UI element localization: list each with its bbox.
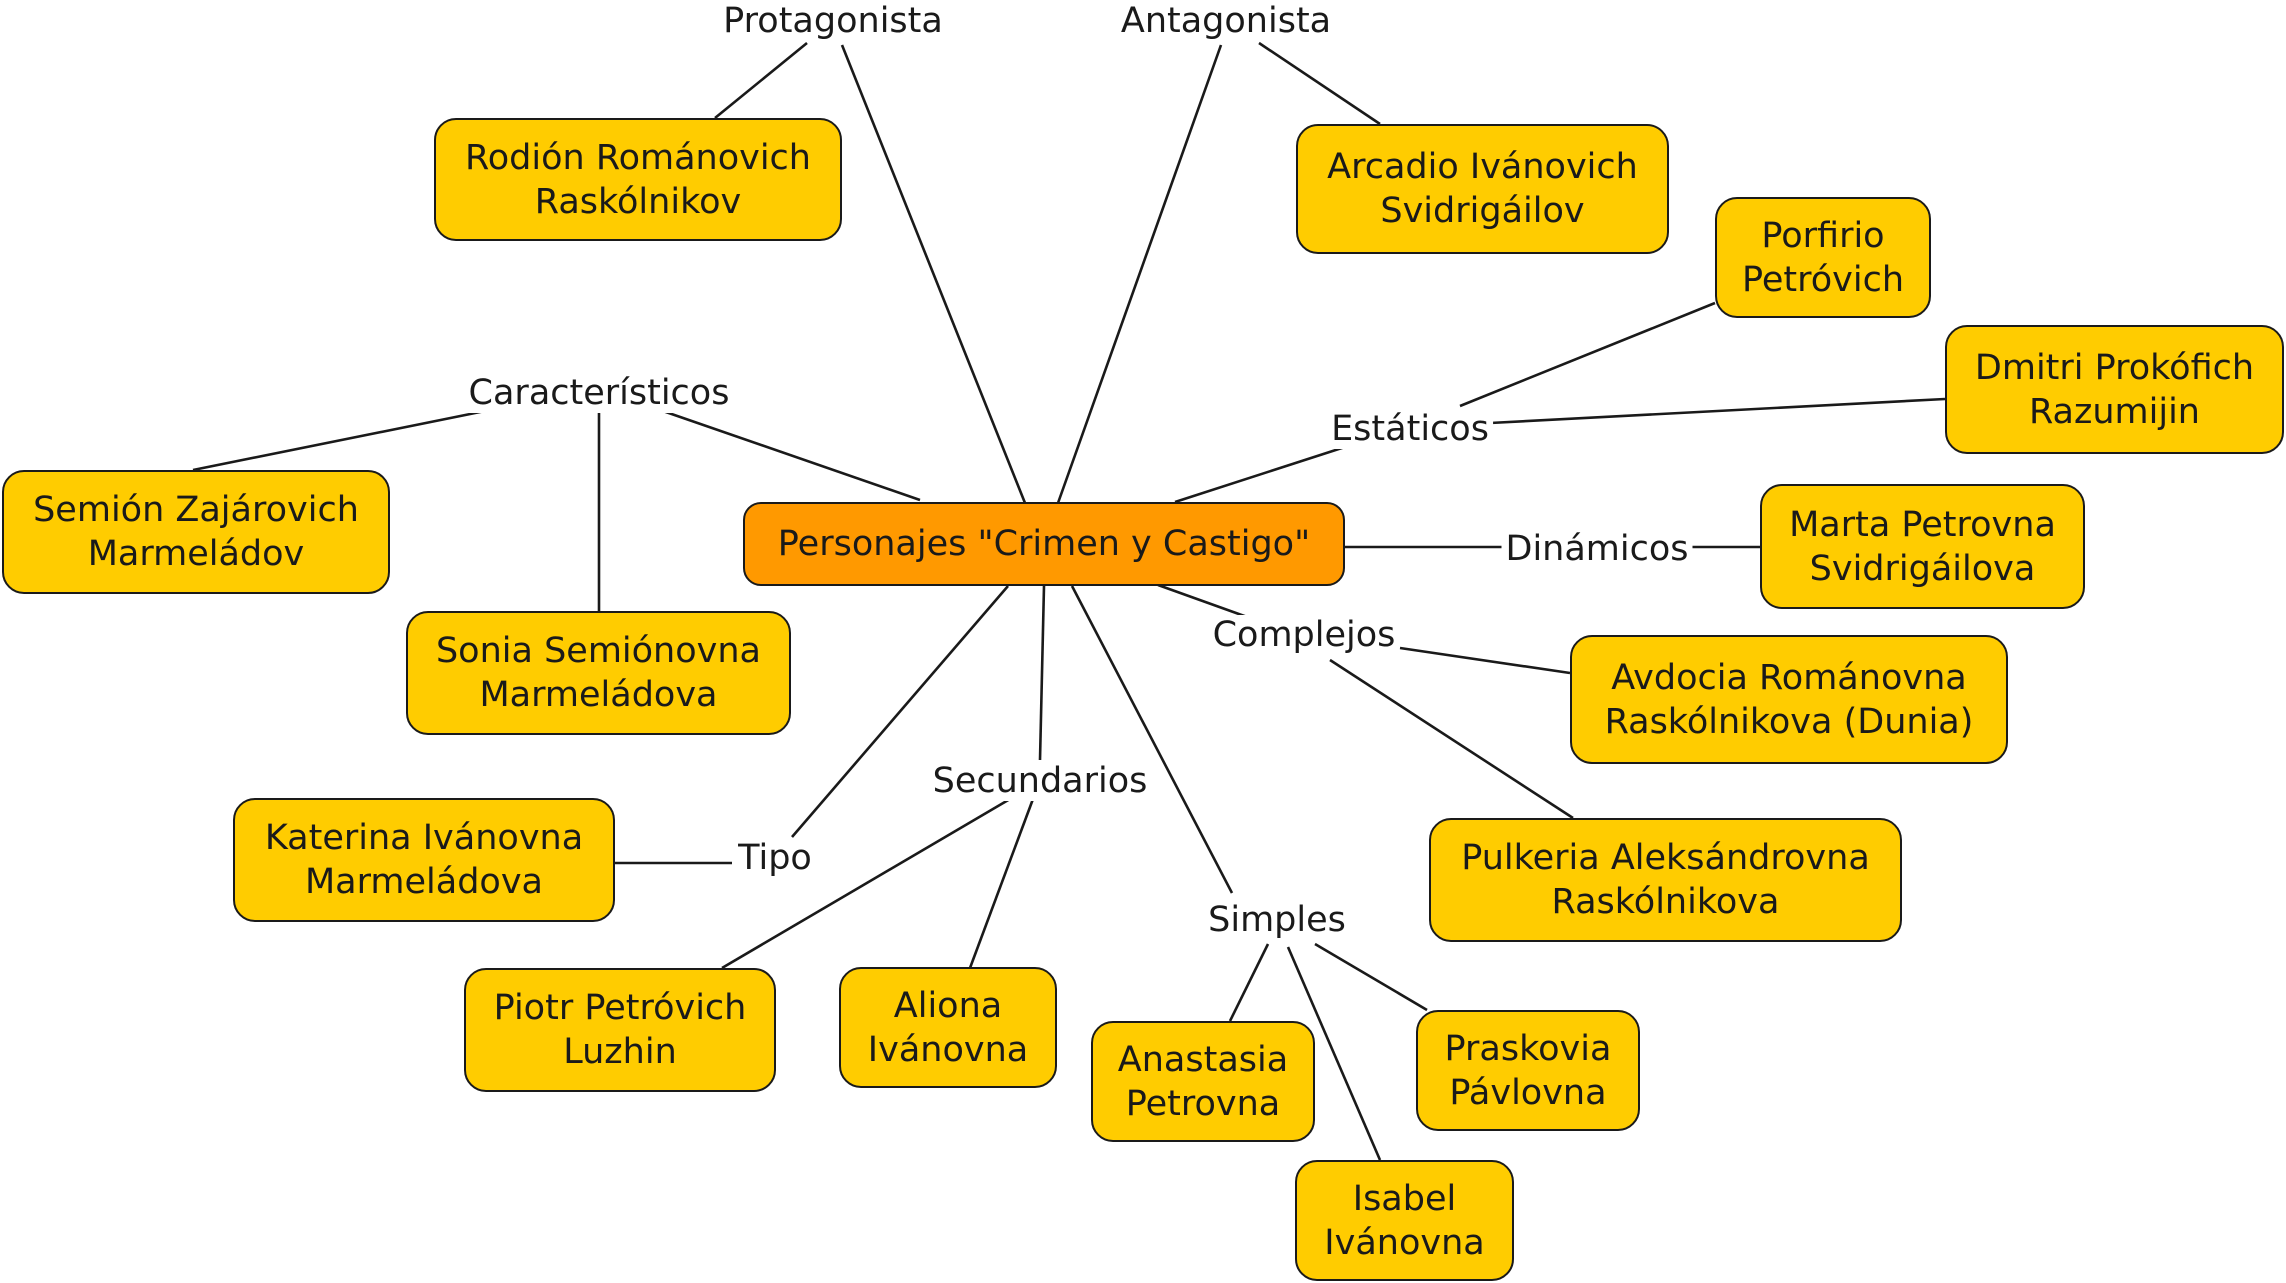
node-katerina[interactable]: Katerina Ivánovna Marmeládova	[233, 798, 615, 922]
link-estaticos: Estáticos	[1327, 409, 1493, 449]
node-semion[interactable]: Semión Zajárovich Marmeládov	[2, 470, 390, 594]
link-complejos: Complejos	[1208, 615, 1400, 655]
node-piotr[interactable]: Piotr Petróvich Luzhin	[464, 968, 776, 1092]
node-dmitri[interactable]: Dmitri Prokófich Razumijin	[1945, 325, 2284, 454]
node-porfirio[interactable]: Porfirio Petróvich	[1715, 197, 1931, 318]
node-sonia[interactable]: Sonia Semiónovna Marmeládova	[406, 611, 791, 735]
node-arcadio[interactable]: Arcadio Ivánovich Svidrigáilov	[1296, 124, 1669, 254]
node-pulkeria[interactable]: Pulkeria Aleksándrovna Raskólnikova	[1429, 818, 1902, 942]
link-caracteristicos: Característicos	[464, 373, 734, 413]
link-tipo: Tipo	[734, 838, 816, 878]
node-marta[interactable]: Marta Petrovna Svidrigáilova	[1760, 484, 2085, 609]
node-avdocia[interactable]: Avdocia Románovna Raskólnikova (Dunia)	[1570, 635, 2008, 764]
node-isabel[interactable]: Isabel Ivánovna	[1295, 1160, 1514, 1281]
link-simples: Simples	[1204, 900, 1350, 940]
link-protagonista: Protagonista	[719, 1, 947, 41]
link-secundarios: Secundarios	[928, 761, 1152, 801]
link-antagonista: Antagonista	[1116, 1, 1336, 41]
node-anastasia[interactable]: Anastasia Petrovna	[1091, 1021, 1315, 1142]
node-praskovia[interactable]: Praskovia Pávlovna	[1416, 1010, 1640, 1131]
root-node[interactable]: Personajes "Crimen y Castigo"	[743, 502, 1345, 586]
link-dinamicos: Dinámicos	[1501, 529, 1693, 569]
node-rodion[interactable]: Rodión Románovich Raskólnikov	[434, 118, 842, 241]
node-aliona[interactable]: Aliona Ivánovna	[839, 967, 1057, 1088]
